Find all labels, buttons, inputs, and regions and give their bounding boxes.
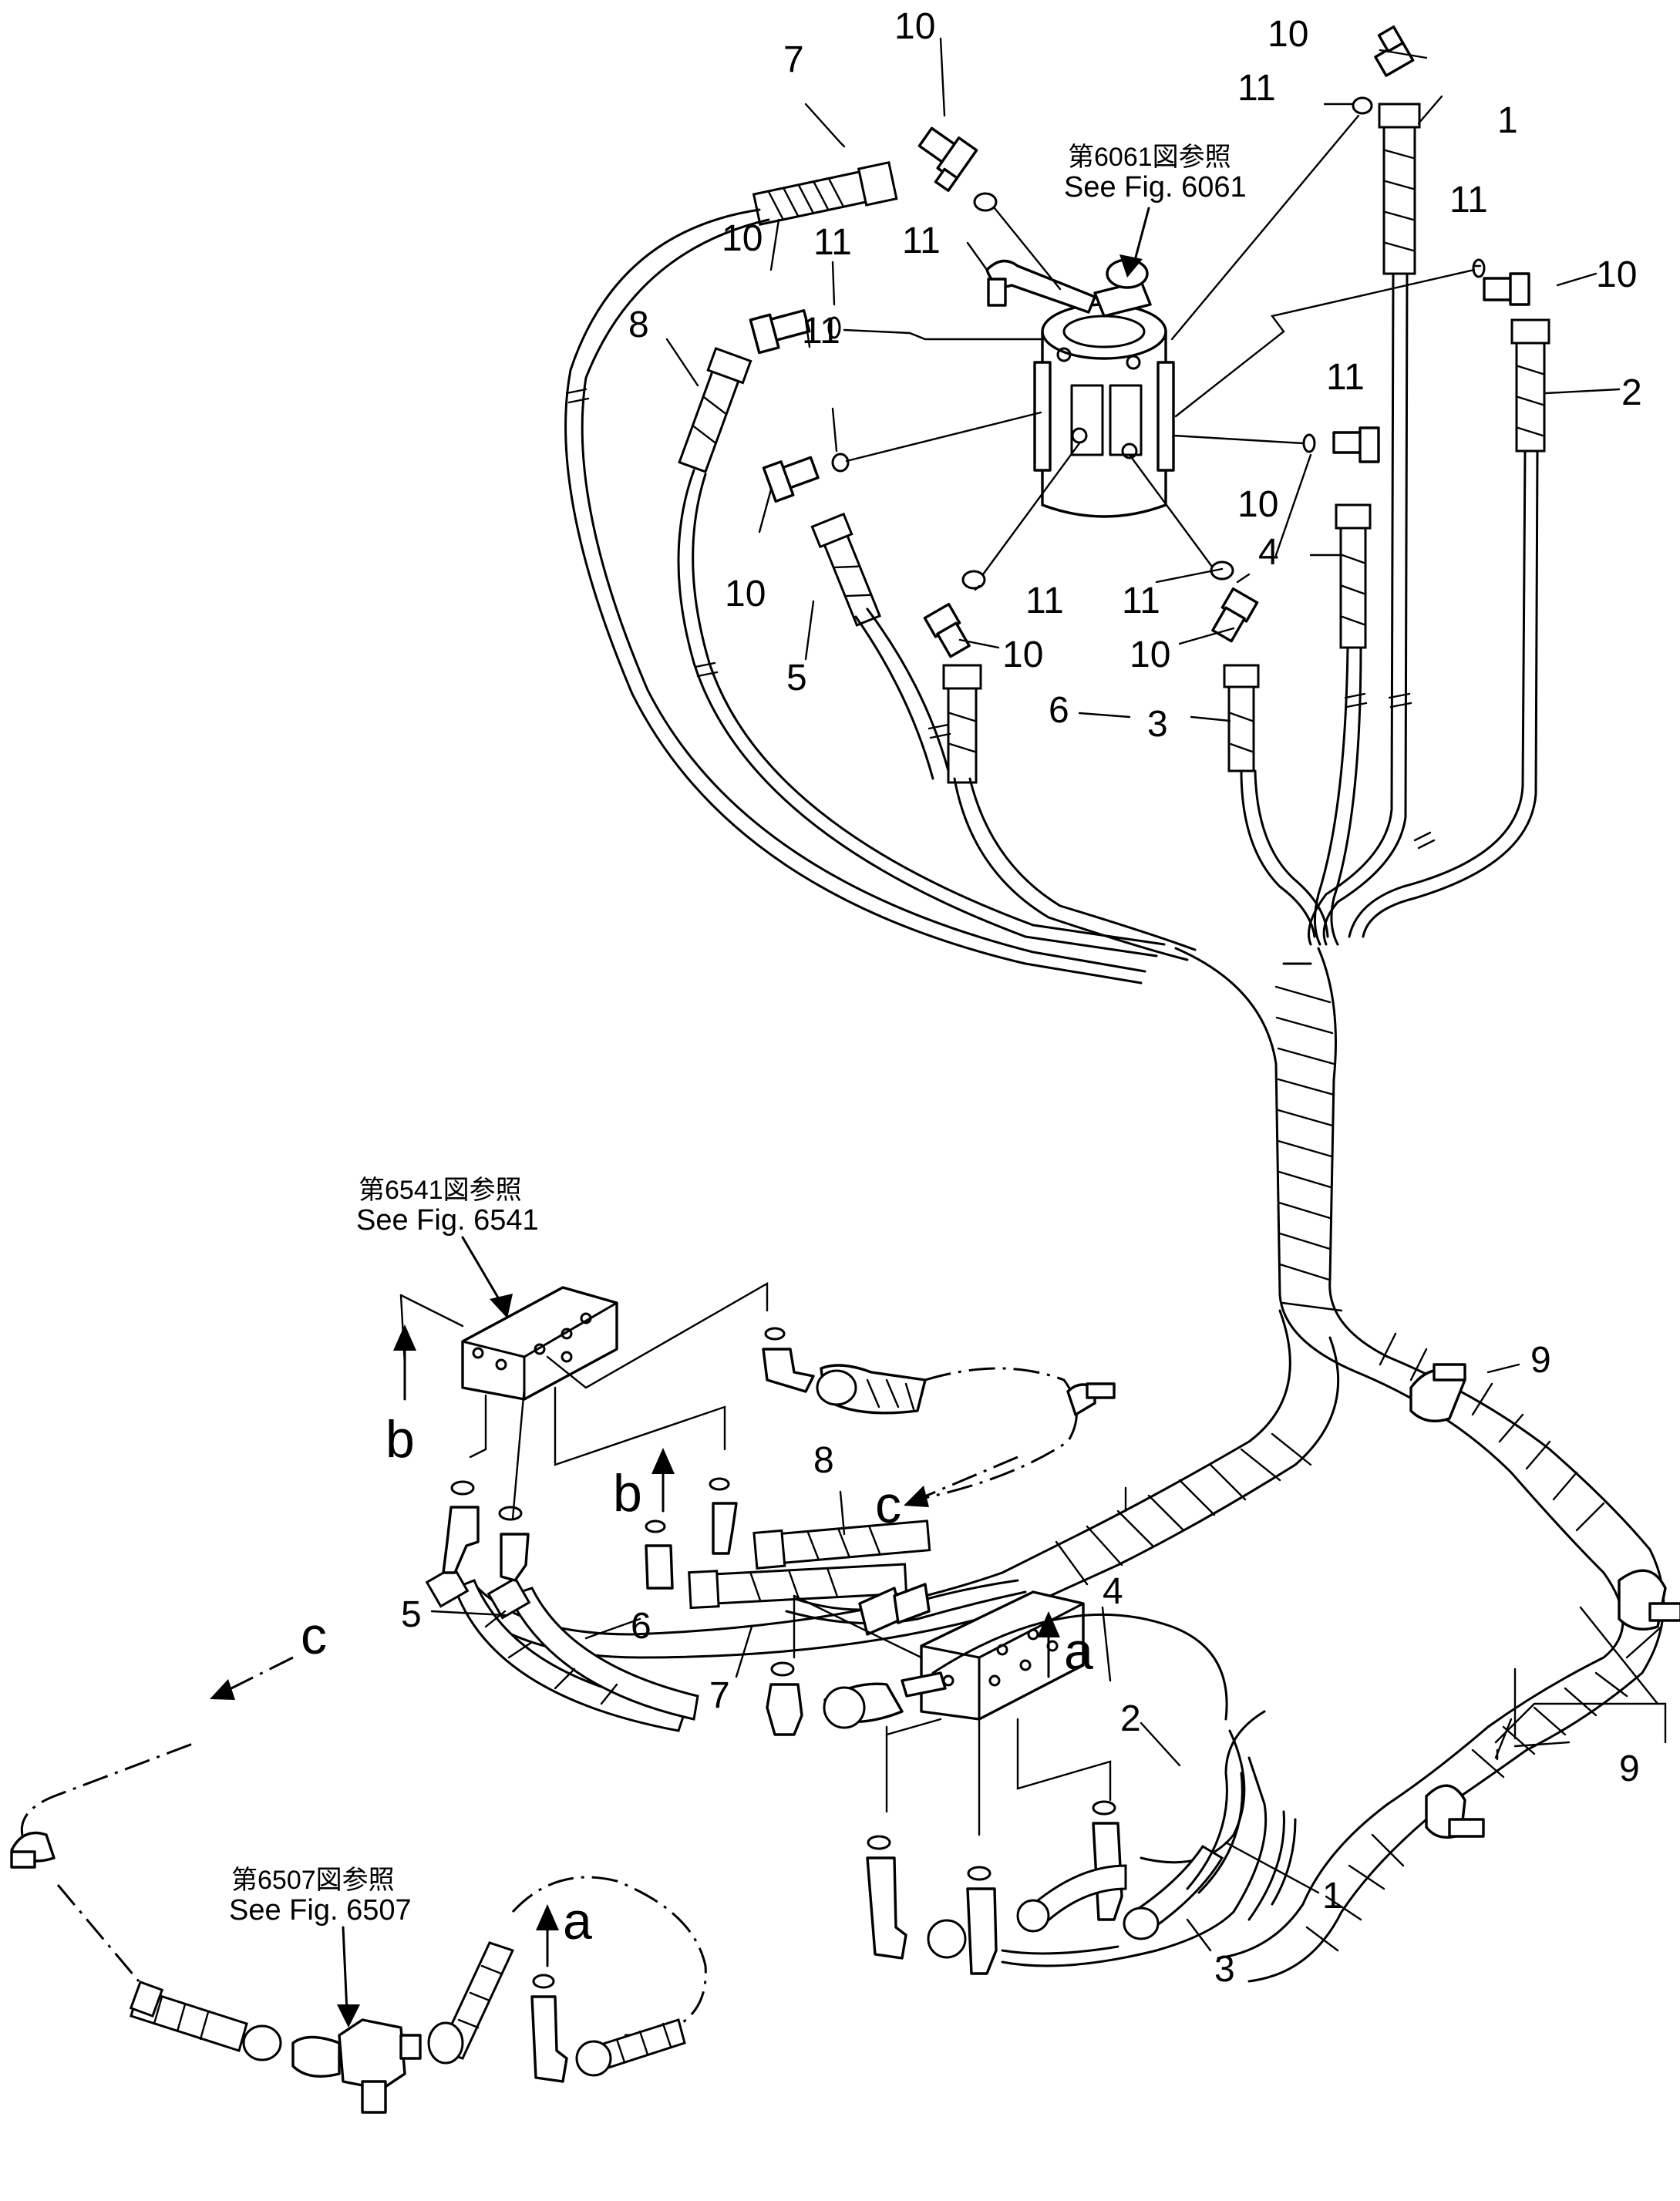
lower-valve-hoses (931, 1613, 1297, 1967)
swivel-joint (985, 258, 1175, 518)
label-8-top: 8 (628, 305, 649, 345)
label-10-topright: 10 (1268, 14, 1308, 55)
label-11-mid: 11 (902, 220, 941, 261)
label-8-lower: 8 (813, 1440, 834, 1481)
letter-c-left: c (301, 1607, 327, 1665)
label-11-upleft: 11 (813, 222, 852, 263)
label-5-top: 5 (786, 658, 807, 698)
view-c-bracket-right (1086, 1382, 1116, 1399)
view-arrows (210, 1324, 1060, 1967)
valve-block-lower (920, 1590, 1085, 1721)
label-10-lowleft: 10 (1002, 634, 1043, 675)
label-11-lowleft: 11 (1025, 581, 1064, 621)
letter-a-left: a (563, 1892, 592, 1950)
ref-6061-jp: 第6061図参照 (1068, 143, 1231, 172)
label-4-lower: 4 (1103, 1571, 1123, 1612)
ref-6061-arrow-line (1132, 207, 1150, 268)
label-2-lower: 2 (1120, 1698, 1141, 1739)
label-10-right: 10 (1596, 254, 1637, 295)
swivel-connection-lines (843, 114, 1476, 576)
solenoid-block-6541 (461, 1286, 618, 1401)
block-6541-leaders (399, 1281, 769, 1520)
label-11-rightmid: 11 (1326, 357, 1365, 398)
label-11-topright: 11 (1237, 68, 1276, 109)
ref-6541-en: See Fig. 6541 (356, 1204, 539, 1237)
label-10-left: 10 (722, 218, 763, 259)
part-number-labels: 7 10 10 11 1 11 11 10 11 10 2 8 11 11 10… (401, 6, 1642, 1990)
label-9-lower: 9 (1619, 1748, 1640, 1789)
view-c-dashed-right (917, 1367, 1078, 1501)
label-1-lower: 1 (1322, 1876, 1343, 1917)
letter-c-right: c (875, 1476, 901, 1534)
label-9-upper: 9 (1530, 1340, 1551, 1381)
label-1-top: 1 (1497, 100, 1518, 141)
label-2-top: 2 (1621, 372, 1642, 413)
elbow-fittings-10 (749, 25, 1530, 658)
ref-6507-jp: 第6507図参照 (231, 1866, 395, 1895)
label-11-lowright: 11 (1122, 581, 1160, 621)
label-5-lower: 5 (401, 1594, 422, 1635)
ref-6507-en: See Fig. 6507 (229, 1894, 412, 1927)
label-10-rightmid: 10 (1237, 484, 1278, 525)
letter-b-mid: b (613, 1464, 642, 1523)
callout-leaders (430, 37, 1667, 1952)
label-3-lower: 3 (1214, 1949, 1235, 1990)
label-3-top: 3 (1147, 704, 1168, 745)
ref-6061-en: See Fig. 6061 (1064, 171, 1247, 204)
block-6507 (291, 2018, 422, 2114)
label-7-lower: 7 (709, 1675, 730, 1716)
letter-a-right: a (1064, 1622, 1093, 1681)
letter-b-left: b (385, 1410, 415, 1469)
lower-left-hoses (425, 1519, 1035, 1732)
ref-6541-jp: 第6541図参照 (359, 1176, 522, 1205)
ref-6507-arrowhead (337, 2004, 360, 2028)
label-10-leftlow: 10 (725, 574, 766, 614)
ref-6507-arrow-line (342, 1926, 348, 2014)
ref-6541-arrow-line (461, 1236, 503, 1304)
label-11-right: 11 (1449, 180, 1488, 220)
label-7: 7 (783, 39, 804, 80)
label-6-lower: 6 (631, 1606, 651, 1647)
valve-block-lower-leaders (793, 1594, 1112, 1836)
block-6541-fittings (442, 1327, 927, 1590)
label-10-lowright: 10 (1130, 634, 1170, 675)
label-10-top: 10 (894, 6, 935, 47)
view-letters: b b c c a a (301, 1410, 1093, 1950)
label-6-top: 6 (1049, 690, 1069, 731)
hose-fittings (678, 103, 1550, 784)
valve-block-lower-fittings (766, 1661, 1123, 1975)
ref-6061-arrowhead (1119, 254, 1143, 278)
spiral-wrapped-bundle (1001, 947, 1680, 1983)
label-4-top: 4 (1258, 532, 1279, 573)
long-hose-routes (564, 208, 1539, 984)
block-6507-hoses (10, 1741, 707, 2083)
ref-6541-arrowhead (490, 1294, 513, 1318)
label-11-leftmid: 11 (802, 311, 840, 352)
